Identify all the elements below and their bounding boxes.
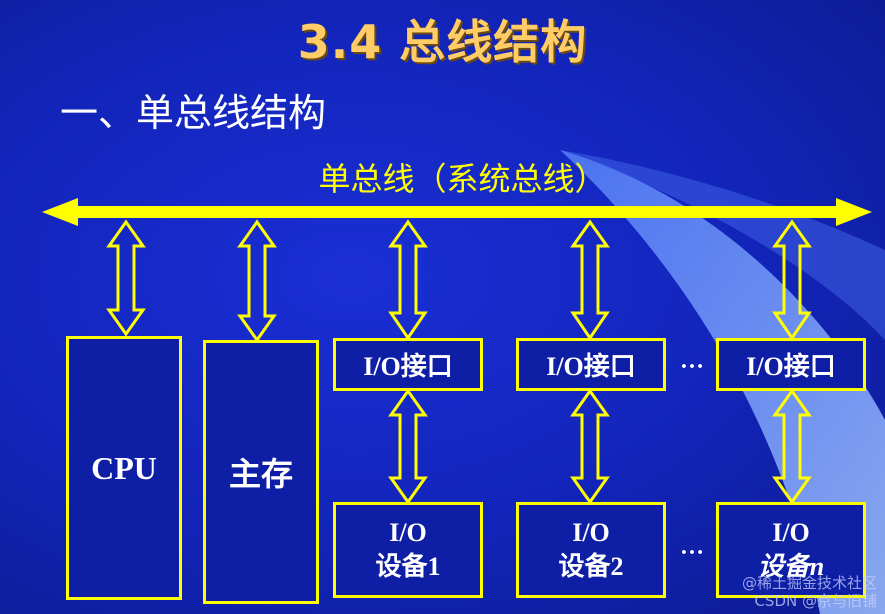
cpu-label: CPU [91,449,157,486]
io-interface-1-box: I/O接口 [333,338,483,391]
io-interface-2-label: I/O接口 [546,352,636,381]
io-interface-n-bus-link-arrow [772,219,812,341]
slide-title: 3.4 总线结构 [297,15,588,69]
io-device-2-link-arrow [570,388,610,505]
io-device-1-box: I/O 设备1 [333,502,483,598]
io-device-1-line1: I/O [389,518,427,547]
device-ellipsis: … [680,534,704,560]
main-memory-label: 主存 [228,456,293,492]
watermark-line2: CSDN @京与旧铺 [754,592,877,610]
io-device-2-box: I/O 设备2 [516,502,666,598]
io-device-1-line2: 设备1 [375,552,441,581]
bus-label: 单总线（系统总线） [318,160,607,198]
main-memory-box: 主存 [203,340,319,604]
io-device-n-box: I/O 设备n [716,502,866,598]
interface-ellipsis: … [680,348,704,374]
io-interface-1-label: I/O接口 [363,352,453,381]
watermark-line1: @稀土掘金技术社区 [741,574,877,592]
io-interface-2-box: I/O接口 [516,338,666,391]
memory-bus-link-arrow [237,219,277,343]
io-device-1-link-arrow [388,388,428,505]
io-interface-n-label: I/O接口 [746,352,836,381]
io-device-n-line2: 设备n [757,552,825,581]
system-bus-arrow [42,198,872,226]
io-interface-1-bus-link-arrow [388,219,428,341]
section-heading: 一、单总线结构 [60,91,327,135]
io-interface-2-bus-link-arrow [570,219,610,341]
io-device-n-link-arrow [772,388,812,505]
io-device-2-line2: 设备2 [558,552,624,581]
io-interface-n-box: I/O接口 [716,338,866,391]
io-device-2-line1: I/O [572,518,610,547]
io-device-n-line1: I/O [772,518,810,547]
cpu-box: CPU [66,336,182,600]
cpu-bus-link-arrow [106,219,146,337]
watermark: @稀土掘金技术社区 CSDN @京与旧铺 [742,574,877,610]
